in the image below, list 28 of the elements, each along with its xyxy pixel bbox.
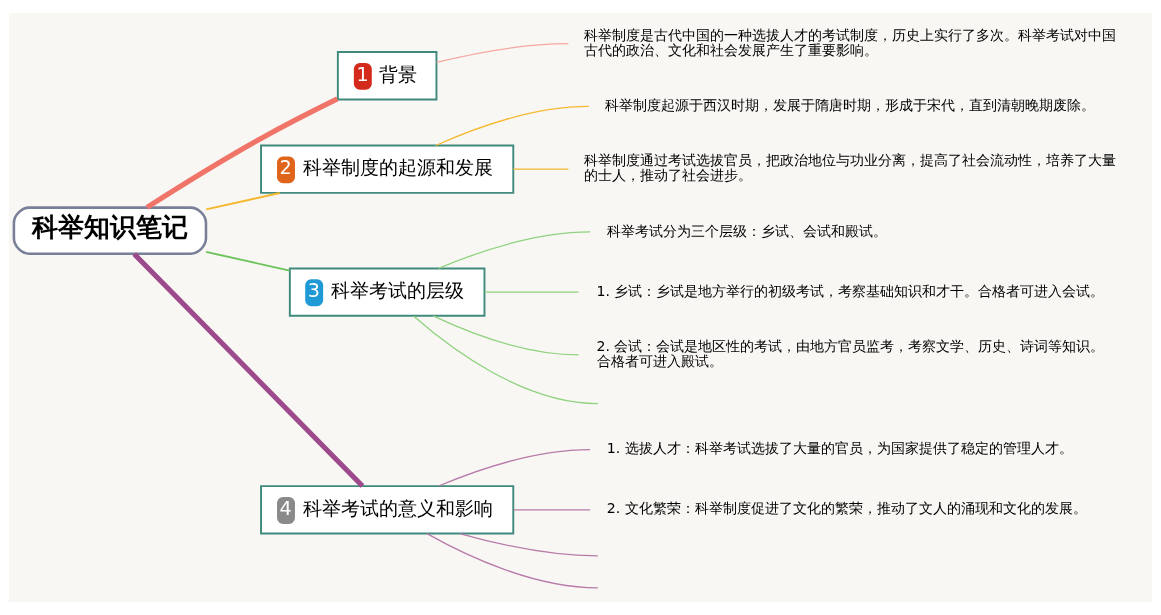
- node-box: 3 科举考试的层级: [288, 267, 486, 317]
- connector: [512, 168, 569, 170]
- connector: [437, 231, 591, 269]
- node-text: 2. 会试：会试是地区性的考试，由地方官员监考，考察文学、历史、诗词等知识。合格者可进入殿试。: [596, 337, 1105, 370]
- node-text: 2. 文化繁荣：科举制度促进了文化的繁荣，推动了文人的涌现和文化的发展。: [606, 500, 1087, 517]
- connector: [435, 105, 590, 147]
- node-box: 科举知识笔记: [12, 206, 208, 255]
- connector: [132, 252, 365, 488]
- connector: [484, 291, 580, 293]
- connector: [437, 449, 591, 487]
- connector: [435, 43, 569, 64]
- node-text: 1. 选拔人才：科举考试选拔了大量的官员，为国家提供了稳定的管理人才。: [606, 440, 1073, 457]
- node-text: 科举制度起源于西汉时期，发展于隋唐时期，形成于宋代，直到清朝晚期废除。: [605, 97, 1096, 114]
- connector: [426, 533, 599, 589]
- node-box: 4 科举考试的意义和影响: [260, 485, 515, 535]
- node-text: 科举制度是古代中国的一种选拔人才的考试制度，历史上实行了多次。科举考试对中国古代的政治、文化和社会发展产生了重要影响。: [583, 26, 1116, 58]
- connector: [205, 250, 291, 272]
- connector: [145, 96, 339, 210]
- connector: [513, 509, 591, 511]
- connector: [413, 315, 599, 405]
- node-text: 科举制度通过考试选拔官员，把政治地位与功业分离，提高了社会流动性，培养了大量的士人，推动了社会进步。: [583, 152, 1116, 184]
- connector: [459, 532, 599, 557]
- node-box: 2 科举制度的起源和发展: [260, 144, 515, 194]
- node-box: 1 背景: [336, 51, 438, 101]
- node-text: 1. 乡试：乡试是地方举行的初级考试，考察基础知识和才干。合格者可进入会试。: [596, 282, 1105, 299]
- connector: [432, 315, 580, 356]
- connector: [205, 192, 281, 211]
- node-text: 科举考试分为三个层级：乡试、会试和殿试。: [606, 222, 887, 239]
